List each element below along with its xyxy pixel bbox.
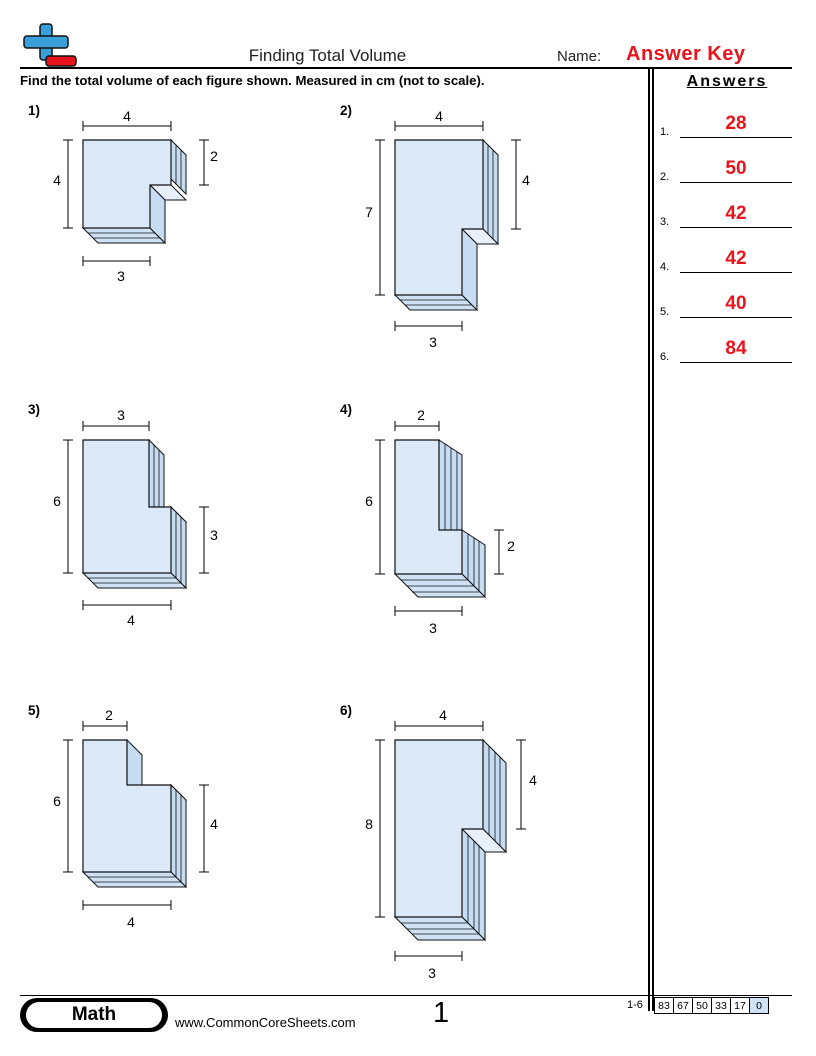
score-cell: 33 — [711, 997, 731, 1014]
dim-top-5: 2 — [105, 707, 113, 723]
problem-number-6: 6) — [340, 703, 353, 718]
score-cell: 50 — [692, 997, 712, 1014]
figure-6 — [375, 721, 526, 961]
footer-divider — [20, 995, 792, 996]
answer-number: 3. — [660, 216, 670, 228]
answer-row: 6. 84 — [660, 338, 792, 363]
dim-bottom-1: 3 — [117, 268, 125, 284]
name-value: Answer Key — [626, 43, 746, 65]
answer-value: 28 — [725, 113, 747, 134]
figure-4 — [375, 421, 504, 616]
dim-right-2: 4 — [522, 172, 530, 188]
dim-left-2: 7 — [365, 204, 373, 220]
score-key-table: 83 67 50 33 17 0 — [654, 997, 769, 1014]
answer-row: 2. 50 — [660, 158, 792, 183]
answer-value: 42 — [725, 203, 747, 224]
answer-line — [680, 362, 792, 363]
answer-value: 42 — [725, 248, 747, 269]
answer-line — [680, 182, 792, 183]
dim-top-2: 4 — [435, 108, 443, 124]
dim-top-6: 4 — [439, 707, 447, 723]
dim-bottom-5: 4 — [127, 914, 135, 930]
answer-number: 5. — [660, 306, 670, 318]
answer-row: 5. 40 — [660, 293, 792, 318]
dim-left-6: 8 — [365, 816, 373, 832]
score-range-label: 1-6 — [627, 999, 643, 1011]
instructions: Find the total volume of each figure sho… — [20, 73, 485, 88]
answer-number: 4. — [660, 261, 670, 273]
answer-row: 1. 28 — [660, 113, 792, 138]
dim-right-3: 3 — [210, 527, 218, 543]
answer-line — [680, 272, 792, 273]
dim-bottom-3: 4 — [127, 612, 135, 628]
answer-line — [680, 137, 792, 138]
answer-row: 3. 42 — [660, 203, 792, 228]
dim-right-5: 4 — [210, 816, 218, 832]
problem-number-4: 4) — [340, 402, 353, 417]
dim-top-3: 3 — [117, 407, 125, 423]
score-cell: 0 — [749, 997, 769, 1014]
dim-bottom-6: 3 — [428, 965, 436, 981]
dim-right-4: 2 — [507, 538, 515, 554]
score-cell: 17 — [730, 997, 750, 1014]
site-url: www.CommonCoreSheets.com — [175, 1015, 356, 1030]
page-number: 1 — [433, 997, 450, 1029]
dim-right-1: 2 — [210, 148, 218, 164]
column-divider — [652, 69, 654, 1011]
dim-top-1: 4 — [123, 108, 131, 124]
answer-line — [680, 317, 792, 318]
figure-1 — [63, 121, 209, 266]
answer-number: 2. — [660, 171, 670, 183]
answer-number: 1. — [660, 126, 670, 138]
figure-2 — [375, 121, 521, 331]
problem-number-1: 1) — [28, 103, 41, 118]
score-cell: 83 — [654, 997, 674, 1014]
answer-row: 4. 42 — [660, 248, 792, 273]
subject-label: Math — [26, 1002, 162, 1028]
answer-value: 50 — [725, 158, 747, 179]
answers-heading: Answers — [686, 73, 768, 90]
name-label: Name: — [557, 48, 602, 65]
answer-line — [680, 227, 792, 228]
problem-number-3: 3) — [28, 402, 41, 417]
figure-5 — [63, 721, 209, 910]
header-divider — [20, 67, 792, 69]
dim-bottom-2: 3 — [429, 334, 437, 350]
dim-top-4: 2 — [417, 407, 425, 423]
dim-right-6: 4 — [529, 772, 537, 788]
problem-number-5: 5) — [28, 703, 41, 718]
dim-left-3: 6 — [53, 493, 61, 509]
dim-bottom-4: 3 — [429, 620, 437, 636]
figure-3 — [63, 421, 209, 610]
problem-number-2: 2) — [340, 103, 353, 118]
answer-number: 6. — [660, 351, 670, 363]
score-cell: 67 — [673, 997, 693, 1014]
answer-value: 84 — [725, 338, 747, 359]
column-divider — [648, 69, 650, 1011]
plus-minus-logo-icon — [23, 23, 77, 67]
dim-left-1: 4 — [53, 172, 61, 188]
page-title: Finding Total Volume — [248, 46, 407, 65]
dim-left-5: 6 — [53, 793, 61, 809]
dim-left-4: 6 — [365, 493, 373, 509]
answer-value: 40 — [725, 293, 747, 314]
